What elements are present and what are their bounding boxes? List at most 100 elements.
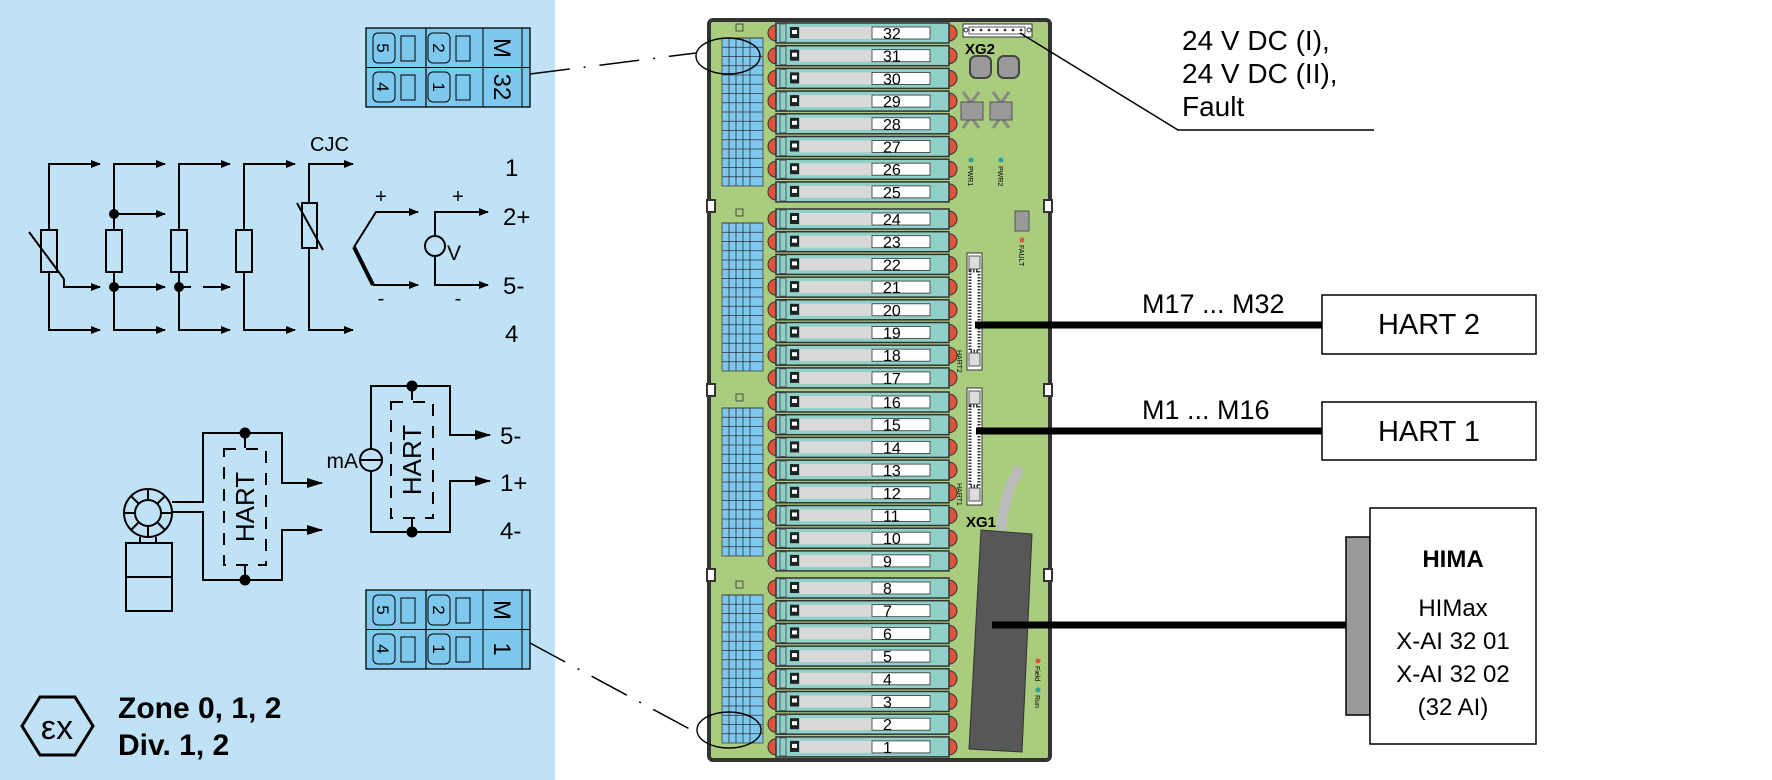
- slot-number: 32: [883, 26, 901, 43]
- slot-number: 26: [883, 162, 901, 179]
- termination-board: 3231302928272625242322212019181716151413…: [695, 18, 1053, 762]
- ex-symbol: εx: [41, 709, 73, 747]
- terminal-block-m32: 5 4 2 1 M 32: [365, 27, 531, 108]
- division-text: Div. 1, 2: [118, 729, 229, 762]
- hart2-connector: [966, 252, 983, 371]
- slot-number: 11: [883, 509, 900, 526]
- slot-number: 23: [883, 235, 901, 252]
- hart1-device-label: HART 1: [1378, 416, 1480, 448]
- slot-number: 27: [883, 140, 901, 157]
- hima-line-2: X-AI 32 01: [1396, 628, 1509, 655]
- module-slot: 14: [767, 436, 958, 459]
- terminal-number: 2: [429, 605, 448, 614]
- module-slot: 15: [767, 413, 958, 436]
- hima-controller: HIMA HIMax X-AI 32 01 X-AI 32 02 (32 AI): [1345, 507, 1537, 745]
- power-callout-line-1: 24 V DC (I),: [1182, 25, 1330, 56]
- power-terminal-icon: [997, 55, 1020, 79]
- fault-led-icon: [1019, 237, 1025, 243]
- slot-number: 12: [883, 486, 901, 503]
- module-slot: 30: [767, 67, 958, 90]
- module-slot: 25: [767, 181, 958, 203]
- board-notch: [706, 383, 716, 397]
- hart1-connector-label: HART1: [955, 483, 962, 506]
- system-cable-icon: [996, 465, 1025, 531]
- slot-number: 24: [883, 212, 901, 229]
- slot-number: 7: [883, 604, 892, 621]
- module-slot: 6: [767, 622, 958, 645]
- module-slot: 28: [767, 113, 958, 135]
- slot-number: 22: [883, 257, 901, 274]
- thermocouple-plus-label: +: [375, 186, 387, 208]
- terminal-number: 1: [429, 82, 448, 91]
- xg1-system-connector: [968, 529, 1033, 753]
- run-led-icon: [1035, 687, 1041, 693]
- module-slot: 31: [767, 44, 958, 67]
- module-label: M: [488, 600, 515, 620]
- power-callout-line-2: 24 V DC (II),: [1182, 58, 1338, 89]
- terminal-number: 4: [373, 82, 392, 91]
- module-slot: 12: [767, 482, 958, 504]
- cjc-label: CJC: [310, 134, 349, 156]
- field-led-icon: [1035, 658, 1041, 664]
- module-slot: 11: [767, 504, 958, 527]
- module-slot: 10: [767, 527, 958, 549]
- hima-line-1: HIMax: [1418, 595, 1487, 622]
- field-terminal-group: [721, 580, 764, 744]
- slot-number: 10: [883, 531, 901, 548]
- module-slots: 3231302928272625242322212019181716151413…: [767, 22, 958, 758]
- board-notch: [1043, 383, 1053, 397]
- module-slot: 7: [767, 599, 958, 622]
- slot-number: 5: [883, 649, 892, 666]
- terminal-label-1plus: 1+: [500, 470, 527, 497]
- module-number: 32: [488, 74, 515, 101]
- hart2-device-label: HART 2: [1378, 309, 1480, 341]
- power-terminal-icon: [969, 55, 992, 79]
- power-callout-line: [1019, 32, 1374, 131]
- hart1-connector: [966, 387, 983, 506]
- module-slot: 18: [767, 344, 958, 366]
- fault-label: FAULT: [1017, 245, 1024, 267]
- slot-number: 14: [883, 440, 901, 457]
- slot-number: 2: [883, 717, 892, 734]
- hart2-connector-label: HART2: [955, 350, 962, 373]
- slot-number: 25: [883, 185, 901, 202]
- board-notch: [706, 199, 716, 213]
- xg2-label: XG2: [965, 41, 995, 58]
- slot-number: 16: [883, 395, 901, 412]
- pwr1-label: PWR1: [966, 166, 973, 186]
- hima-line-3: X-AI 32 02: [1396, 661, 1509, 688]
- hima-line-4: (32 AI): [1418, 694, 1489, 721]
- module-label: M: [488, 38, 515, 58]
- current-label: mA: [327, 450, 359, 473]
- callout-ellipse-top: [695, 37, 761, 75]
- fault-relay-icon: [1014, 210, 1030, 232]
- module-slot: 29: [767, 90, 958, 112]
- module-slot: 26: [767, 158, 958, 180]
- callout-ellipse-bottom: [696, 711, 762, 749]
- board-notch: [1043, 568, 1053, 582]
- xg1-label: XG1: [966, 514, 996, 531]
- sensor-circuits: [28, 160, 489, 334]
- terminal-label-2plus: 2+: [503, 204, 530, 231]
- cjc-thermistor-icon: [296, 160, 354, 334]
- thermocouple-minus-label: -: [378, 288, 385, 310]
- slot-number: 30: [883, 71, 901, 88]
- slot-number: 1: [883, 740, 892, 757]
- field-terminal-group: [721, 208, 764, 372]
- terminal-label-4: 4: [505, 321, 518, 348]
- module-slot: 3: [767, 690, 958, 713]
- leader-line-top: [529, 52, 697, 75]
- fuse-icon: [989, 91, 1013, 129]
- thermocouple-icon: [352, 208, 419, 289]
- zone-text: Zone 0, 1, 2: [118, 692, 281, 725]
- hart2-range-label: M17 ... M32: [1142, 289, 1285, 319]
- field-terminal-group: [721, 23, 764, 187]
- run-label: Run: [1033, 695, 1040, 708]
- module-slot: 27: [767, 135, 958, 158]
- slot-number: 28: [883, 117, 901, 134]
- rtd-4wire-resistor-icon: [105, 160, 166, 334]
- slot-number: 8: [883, 581, 892, 598]
- hart-label: HART: [397, 425, 427, 495]
- terminal-number: 1: [429, 644, 448, 653]
- slot-number: 19: [883, 326, 901, 343]
